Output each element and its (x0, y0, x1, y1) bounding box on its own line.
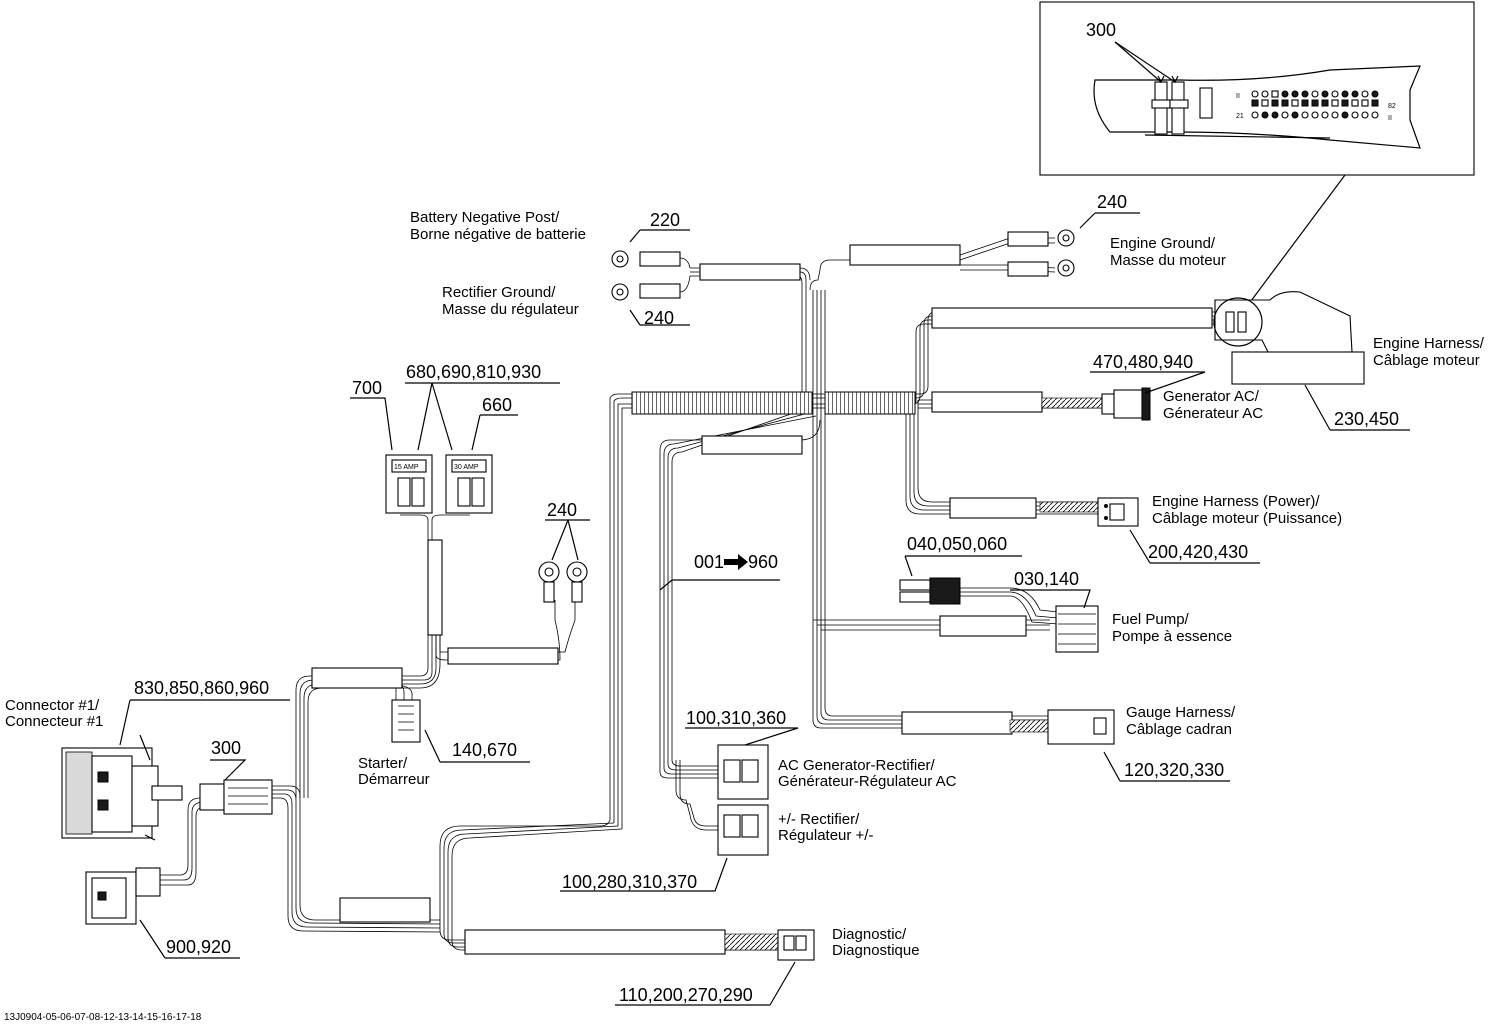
callout-220: 220 (650, 210, 680, 230)
battery-negative-label-2: Borne négative de batterie (410, 226, 586, 243)
inset-300-callout: 300 (1086, 20, 1116, 40)
callout-040-050-060: 040,050,060 (907, 534, 1007, 554)
diagnostic-connector (777, 929, 815, 961)
rectifier-pm-connector (717, 804, 769, 856)
wire-range-start: 001 (694, 552, 724, 572)
inset-row-right-2: II (1388, 115, 1392, 122)
rectifier-pm-label-2: Régulateur +/- (778, 827, 873, 844)
fuse-15-amp-label: 15 AMP (394, 464, 419, 471)
inset-link-line (1247, 174, 1346, 306)
engine-harness-label-2: Câblage moteur (1373, 352, 1480, 369)
callout-100-280-310-370: 100,280,310,370 (562, 872, 697, 892)
harness-sleeves (311, 231, 1213, 955)
ecm-detail-inset: 300 II 21 82 II (1039, 1, 1475, 176)
connector-1-label-2: Connecteur #1 (5, 713, 103, 730)
engine-harness-connector (1213, 291, 1365, 385)
rectifier-ground-label-1: Rectifier Ground/ (442, 284, 556, 301)
inset-row-left-1: II (1236, 93, 1240, 100)
ecm-pin-grid (1251, 90, 1379, 119)
drawing-id: 13J0904-05-06-07-08-12-13-14-15-16-17-18 (4, 1012, 202, 1023)
starter-connector (391, 699, 421, 743)
fuse-30-amp-label: 30 AMP (454, 464, 479, 471)
rectifier-pm-label-1: +/- Rectifier/ (778, 811, 860, 828)
engine-harness-power-connector (1097, 497, 1139, 527)
callout-140-670: 140,670 (452, 740, 517, 760)
part-number-callouts: 220 240 240 240 700 680,690,810,930 660 … (134, 192, 1399, 1005)
callout-900-920: 900,920 (166, 937, 231, 957)
callout-200-420-430: 200,420,430 (1148, 542, 1248, 562)
wire-range-end: 960 (748, 552, 778, 572)
callout-leaders (119, 212, 1410, 1006)
callout-300: 300 (211, 738, 241, 758)
callout-240-rectifier-ground: 240 (644, 308, 674, 328)
diagnostic-label-2: Diagnostique (832, 942, 920, 959)
battery-ring-terminal (611, 250, 629, 268)
callout-230-450: 230,450 (1334, 409, 1399, 429)
ground-ring-terminals-240 (538, 561, 588, 603)
callout-100-310-360: 100,310,360 (686, 708, 786, 728)
fuel-pump-label-1: Fuel Pump/ (1112, 611, 1190, 628)
starter-label-1: Starter/ (358, 755, 408, 772)
connector-300-housing (199, 779, 273, 815)
callout-700: 700 (352, 378, 382, 398)
generator-ac-label-2: Génerateur AC (1163, 405, 1263, 422)
engine-ground-ring-terminals (1057, 229, 1075, 277)
rectifier-ground-ring-terminal (611, 283, 629, 301)
generator-ac-connector (1101, 387, 1151, 421)
diagnostic-label-1: Diagnostic/ (832, 926, 907, 943)
connector-2 (85, 867, 161, 925)
engine-ground-label-1: Engine Ground/ (1110, 235, 1216, 252)
callout-470-480-940: 470,480,940 (1093, 352, 1193, 372)
inset-300-leader-b (1114, 41, 1176, 83)
inset-row-right-1: 82 (1388, 103, 1396, 110)
engine-harness-power-label-2: Câblage moteur (Puissance) (1152, 510, 1342, 527)
ac-generator-rectifier-connector (717, 744, 769, 800)
generator-ac-label-1: Generator AC/ (1163, 388, 1260, 405)
callout-240-rings: 240 (547, 500, 577, 520)
callout-120-320-330: 120,320,330 (1124, 760, 1224, 780)
harness-bundles (160, 237, 1220, 951)
engine-harness-label-1: Engine Harness/ (1373, 335, 1485, 352)
engine-ground-label-2: Masse du moteur (1110, 252, 1226, 269)
connector-1 (61, 747, 183, 839)
wire-range-arrow-icon (724, 554, 748, 570)
battery-negative-label-1: Battery Negative Post/ (410, 209, 560, 226)
inset-row-left-2: 21 (1236, 113, 1244, 120)
engine-harness-power-label-1: Engine Harness (Power)/ (1152, 493, 1320, 510)
callout-240-engine-ground: 240 (1097, 192, 1127, 212)
callout-830-850-860-960: 830,850,860,960 (134, 678, 269, 698)
connector-1-label-1: Connector #1/ (5, 697, 100, 714)
callout-660: 660 (482, 395, 512, 415)
gauge-harness-connector (1047, 709, 1115, 745)
callout-wire-range: 001 960 (694, 552, 778, 572)
gauge-harness-label-2: Câblage cadran (1126, 721, 1232, 738)
fuse-holders: 15 AMP 30 AMP (385, 454, 493, 514)
rectifier-ground-label-2: Masse du régulateur (442, 301, 579, 318)
inset-300-leader-a (1114, 41, 1162, 83)
component-labels: Battery Negative Post/ Borne négative de… (5, 209, 1485, 959)
callout-030-140: 030,140 (1014, 569, 1079, 589)
callout-680-690-810-930: 680,690,810,930 (406, 362, 541, 382)
ac-generator-rectifier-label-1: AC Generator-Rectifier/ (778, 757, 936, 774)
starter-label-2: Démarreur (358, 771, 430, 788)
callout-110-200-270-290: 110,200,270,290 (619, 985, 753, 1005)
gauge-harness-label-1: Gauge Harness/ (1126, 704, 1236, 721)
ac-generator-rectifier-label-2: Générateur-Régulateur AC (778, 773, 957, 790)
fuel-pump-label-2: Pompe à essence (1112, 628, 1232, 645)
fuel-pump-connector (899, 577, 1099, 653)
